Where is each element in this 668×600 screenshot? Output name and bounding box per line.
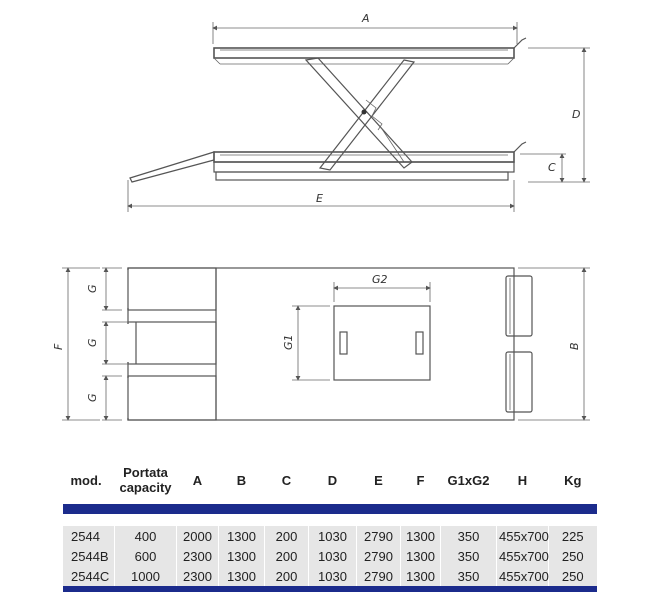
cell-A: 2300	[176, 546, 219, 566]
table-row: 2544B 600 2300 1300 200 1030 2790 1300 3…	[62, 546, 597, 566]
dim-G-bottom-label: G	[86, 393, 99, 402]
dimension-A: A	[212, 12, 518, 44]
cell-D: 1030	[308, 566, 357, 586]
dimension-D: D	[528, 47, 590, 183]
cell-B: 1300	[218, 546, 265, 566]
cell-mod: 2544C	[62, 566, 115, 586]
spec-table: mod. Portata capacity A B C D E F G1xG2 …	[62, 456, 597, 592]
dim-E-label: E	[316, 192, 323, 205]
dim-G-mid-label: G	[86, 338, 99, 347]
fork-slots	[125, 267, 217, 421]
dim-G2-label: G2	[372, 273, 388, 286]
cell-E: 2790	[356, 546, 401, 566]
cell-Kg: 250	[548, 546, 597, 566]
table-separator	[62, 504, 597, 514]
dim-C-label: C	[548, 161, 556, 174]
dimension-F: F	[52, 267, 100, 421]
cell-G1xG2: 350	[440, 546, 497, 566]
dimension-C: C	[520, 153, 566, 183]
cell-D: 1030	[308, 526, 357, 546]
dimension-G2: G2	[333, 273, 431, 302]
top-platform	[213, 37, 527, 65]
top-view: G G G F G2	[52, 267, 590, 421]
cell-mod: 2544B	[62, 546, 115, 566]
dimension-B: B	[518, 267, 590, 421]
cell-G1xG2: 350	[440, 566, 497, 586]
cell-portata: 600	[114, 546, 177, 566]
side-view: A	[127, 12, 590, 212]
header-portata-line2: capacity	[119, 480, 172, 495]
cell-F: 1300	[400, 566, 441, 586]
cell-A: 2000	[176, 526, 219, 546]
cell-A: 2300	[176, 566, 219, 586]
access-ramp	[129, 151, 215, 183]
header-portata-line1: Portata	[123, 465, 168, 480]
header-D: D	[308, 456, 357, 504]
cell-B: 1300	[218, 526, 265, 546]
header-H: H	[496, 456, 549, 504]
cell-Kg: 225	[548, 526, 597, 546]
cell-C: 200	[264, 566, 309, 586]
cell-C: 200	[264, 546, 309, 566]
table-row: 2544 400 2000 1300 200 1030 2790 1300 35…	[62, 526, 597, 546]
cell-G1xG2: 350	[440, 526, 497, 546]
header-portata: Portata capacity	[114, 456, 177, 504]
header-B: B	[218, 456, 265, 504]
table-bottom-bar	[62, 586, 597, 592]
header-G1xG2: G1xG2	[440, 456, 497, 504]
cell-E: 2790	[356, 526, 401, 546]
header-F: F	[400, 456, 441, 504]
dim-B-label: B	[568, 342, 581, 350]
end-rollers	[505, 275, 533, 413]
cell-H: 455x700	[496, 546, 549, 566]
dimension-G1: G1	[282, 305, 330, 381]
cell-H: 455x700	[496, 566, 549, 586]
cell-F: 1300	[400, 546, 441, 566]
cell-portata: 1000	[114, 566, 177, 586]
dimension-E: E	[127, 180, 515, 212]
table-row: 2544C 1000 2300 1300 200 1030 2790 1300 …	[62, 566, 597, 586]
dim-G-top-label: G	[86, 284, 99, 293]
cell-mod: 2544	[62, 526, 115, 546]
dim-F-label: F	[52, 343, 65, 350]
header-C: C	[264, 456, 309, 504]
dim-G1-label: G1	[282, 334, 295, 350]
cell-H: 455x700	[496, 526, 549, 546]
dim-D-label: D	[572, 108, 580, 121]
dim-A-label: A	[361, 12, 370, 25]
cell-D: 1030	[308, 546, 357, 566]
base-platform	[213, 141, 527, 181]
dimension-G: G G G	[86, 267, 130, 421]
scissor-mechanism	[304, 57, 416, 171]
cell-C: 200	[264, 526, 309, 546]
platform-outline	[127, 267, 515, 421]
header-mod: mod.	[62, 456, 115, 504]
table-spacer	[62, 514, 597, 526]
center-plate	[333, 305, 431, 381]
cell-portata: 400	[114, 526, 177, 546]
cell-F: 1300	[400, 526, 441, 546]
header-Kg: Kg	[548, 456, 597, 504]
cell-Kg: 250	[548, 566, 597, 586]
table-header-row: mod. Portata capacity A B C D E F G1xG2 …	[62, 456, 597, 504]
cell-B: 1300	[218, 566, 265, 586]
header-A: A	[176, 456, 219, 504]
technical-drawing: A	[52, 12, 590, 421]
cell-E: 2790	[356, 566, 401, 586]
header-E: E	[356, 456, 401, 504]
